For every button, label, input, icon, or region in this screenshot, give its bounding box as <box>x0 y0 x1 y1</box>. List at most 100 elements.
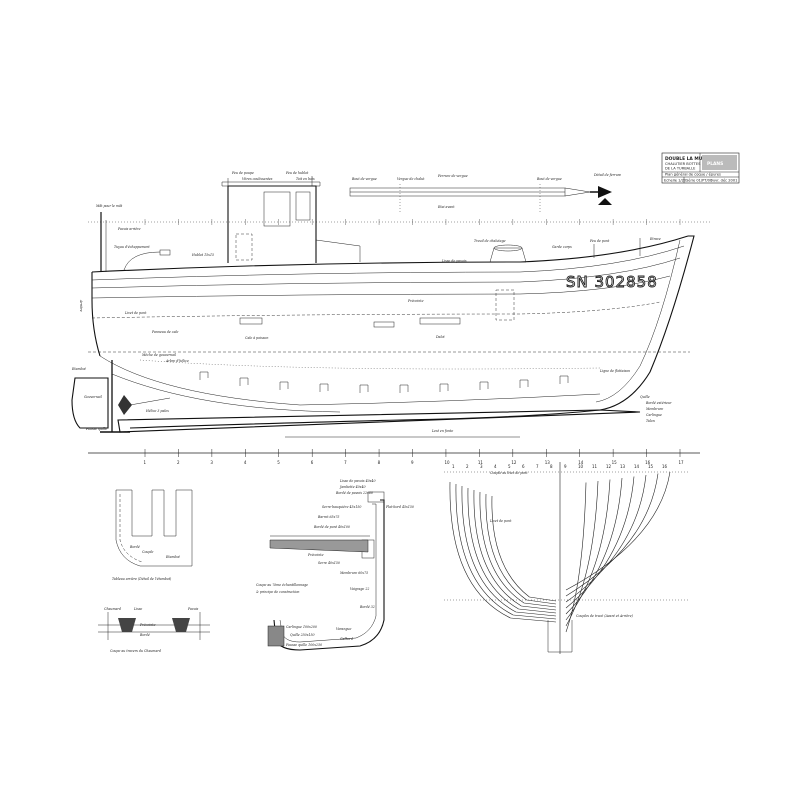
frame-curve-aft <box>449 481 557 623</box>
wheelhouse-door-window <box>295 191 311 221</box>
construction-section: Lisse de pavois 40x40 Jambette 40x40 Bor… <box>256 479 414 651</box>
station-number: 6 <box>311 460 314 465</box>
label-cleat-3: Pavois <box>187 607 199 611</box>
station-number: 11 <box>478 460 484 465</box>
label-guardrail-top: Garde corps <box>552 245 572 249</box>
body-plan-aft-frames <box>449 481 557 623</box>
registration-number: SN 302858 <box>566 273 658 291</box>
hull-profile <box>71 235 695 433</box>
body-plan-station-number: 1 <box>452 464 455 469</box>
label-stem: Etrave <box>649 237 661 241</box>
station-number: 3 <box>210 460 213 465</box>
label-sec-12: Bordé 32 <box>359 605 375 609</box>
label-sec-2: Jambette 40x40 <box>339 485 366 489</box>
body-plan-station-number: 11 <box>592 464 598 469</box>
station-number: 13 <box>545 460 551 465</box>
section-caption: Coupe au 7ème échantillonnage <box>256 583 308 587</box>
label-stern-detail-1: Bordé <box>129 545 140 549</box>
label-mast: Mât pour le mât <box>95 204 123 208</box>
label-keel: Quille <box>640 395 650 399</box>
profile-labels: Mât pour le mât Feu de poupe Vitres coul… <box>71 171 672 433</box>
label-sec-17: Galbord <box>340 637 353 641</box>
label-boom-left: Bout de vergue <box>351 177 377 181</box>
body-plan-station-number: 10 <box>578 464 584 469</box>
stern-detail-caption: Tableau arrière (Détail de l'étambot) <box>112 577 172 581</box>
label-false-keel: Fausse quille <box>85 427 107 431</box>
frame-curve-aft <box>473 489 557 611</box>
keel <box>117 409 641 433</box>
label-sec-13: Carlingue 100x200 <box>286 625 317 629</box>
label-cleat-2: Lisse <box>133 607 142 611</box>
label-exhaust: Tuyau d'échappement <box>114 245 150 249</box>
hatch-3 <box>419 317 461 325</box>
cleat-caption: Coupe au travers du Chaumard <box>110 649 161 653</box>
body-plan-station-number: 5 <box>508 464 511 469</box>
label-side-window: Hublot 15x15 <box>191 253 214 257</box>
frame-curve-aft <box>485 493 557 605</box>
rabbet-line <box>99 355 601 406</box>
label-hatch: Panneau de cale <box>151 330 179 334</box>
body-plan-station-number: 6 <box>522 464 525 469</box>
label-bow-light: Feu de pont <box>589 239 610 243</box>
label-sec-11: Vaigrage 22 <box>350 587 369 591</box>
title-block-title: DOUBLE LA MULE <box>665 156 708 162</box>
label-rudder-post: Etambot <box>71 367 86 371</box>
label-sec-1: Lisse de pavois 40x40 <box>339 479 376 483</box>
frame-curve-aft <box>455 483 557 620</box>
title-block: DOUBLE LA MULE CHALUTIER BOTTES DE LA TU… <box>661 152 740 184</box>
label-boom-mid: Vergue de chalut <box>397 177 425 181</box>
label-sec-5: Serre-bauquière 45x150 <box>322 505 361 509</box>
title-block-subtitle-2: DE LA TURBALLE <box>665 167 696 171</box>
deck-structures: SN 302858 <box>100 176 658 328</box>
station-number: 14 <box>578 460 584 465</box>
body-plan-station-number: 12 <box>606 464 612 469</box>
garboard-line <box>111 373 341 413</box>
frame-curve-fore <box>565 473 659 597</box>
hatch-1 <box>239 317 263 325</box>
label-rudder: Gouvernail <box>84 395 102 399</box>
title-block-ref: Série 01/PT/01 <box>686 179 712 183</box>
winch <box>489 247 527 263</box>
wheelhouse-roof <box>221 181 321 187</box>
label-body-1: Couple au livet de pont <box>490 471 528 475</box>
spar-detail: Bout de vergue Vergue de chalut Ferrure … <box>349 173 621 212</box>
label-frame: Membrure <box>645 407 663 411</box>
label-mast-stay: Etai avant <box>437 205 455 209</box>
aft-rail <box>315 239 361 262</box>
frame-curve-fore <box>565 482 587 633</box>
title-block-scale: Echelle 1/20 <box>664 179 687 183</box>
label-sec-16: Varangue <box>336 627 351 631</box>
frame-curve-fore <box>565 480 599 627</box>
label-scupper: Dalot <box>435 335 445 339</box>
stem-inner <box>595 239 681 403</box>
station-number: 4 <box>244 460 247 465</box>
station-number: 8 <box>378 460 381 465</box>
body-plan-station-number: 7 <box>536 464 539 469</box>
station-number: 1 <box>144 460 147 465</box>
frame-curve-aft <box>479 491 557 608</box>
body-plan-station-number: 16 <box>662 464 668 469</box>
label-prop-shaft: Arbre d'hélice <box>165 359 189 363</box>
label-waterline: Ligne de flottaison <box>599 369 630 373</box>
hatch-2 <box>373 321 395 328</box>
label-deck-line: Livet de pont <box>124 311 147 315</box>
body-plan-fore-frames <box>565 471 671 633</box>
station-number: 2 <box>177 460 180 465</box>
label-spar-fitting-1: Ferrure de vergue <box>437 174 468 178</box>
fish-hold <box>495 289 515 321</box>
station-number: 9 <box>411 460 414 465</box>
body-plan-station-number: 14 <box>634 464 640 469</box>
label-keel-ballast: Lest en fonte <box>431 429 453 433</box>
title-block-stamp: PLANS <box>707 161 723 167</box>
body-plan-station-number: 8 <box>550 464 553 469</box>
inner-deck-line <box>91 301 661 319</box>
label-sec-4: Plat-bord 45x150 <box>385 505 414 509</box>
rudder <box>71 377 109 429</box>
station-number: 12 <box>511 460 517 465</box>
label-sec-9: Serre 40x150 <box>318 561 340 565</box>
frame-curve-fore <box>565 471 671 591</box>
station-number: 17 <box>679 460 685 465</box>
label-stern-detail-3: Etambot <box>165 555 180 559</box>
